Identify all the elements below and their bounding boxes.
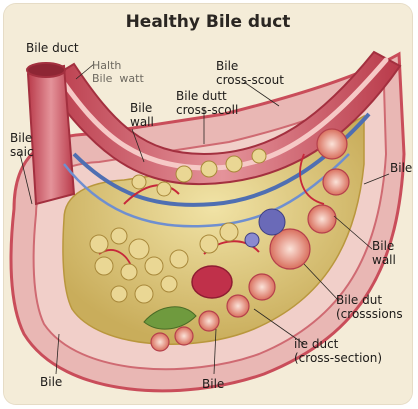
- raspberry-mass: [191, 265, 233, 299]
- label-ile-duct-cross-section: ile duct (cross-section): [294, 337, 383, 365]
- fat-lobules: [89, 148, 267, 304]
- label-health-bile-watt: Halth Bile watt: [92, 59, 144, 85]
- artery-1: [123, 184, 180, 205]
- green-leaf: [143, 306, 197, 330]
- bile-duct-illustration: [4, 4, 412, 404]
- label-bile-wall-upper: Bile wall: [130, 101, 154, 129]
- vein-lower: [63, 153, 350, 228]
- node-sphere: [258, 208, 286, 236]
- label-bile-dutt-cross-scoll: Bile dutt cross-scoll: [176, 89, 239, 117]
- label-bile-bottom-left: Bile: [40, 375, 63, 389]
- duct-opening: [26, 62, 66, 78]
- label-bile-dut-crossions: Bile dut (crosssions: [336, 293, 403, 321]
- duct-cross-sections: [150, 128, 350, 352]
- label-bile-wall-right: Bile wall: [372, 239, 396, 267]
- label-bile-duct-top-left: Bile duct: [26, 41, 79, 55]
- label-bile-cross-scout: Bile cross-scout: [216, 59, 284, 87]
- label-bile-saic: Bile saic: [10, 131, 34, 159]
- node-sphere-small: [244, 232, 260, 248]
- pointer-lines: [19, 63, 390, 375]
- diagram-title: Healthy Bile duct: [125, 12, 291, 32]
- diagram-frame: Healthy Bile duct Bile duct Halth Bile w…: [4, 4, 412, 404]
- label-bile-right: Bile: [390, 161, 412, 175]
- artery-4: [299, 153, 325, 205]
- label-bile-bottom-center: Bile: [202, 377, 225, 391]
